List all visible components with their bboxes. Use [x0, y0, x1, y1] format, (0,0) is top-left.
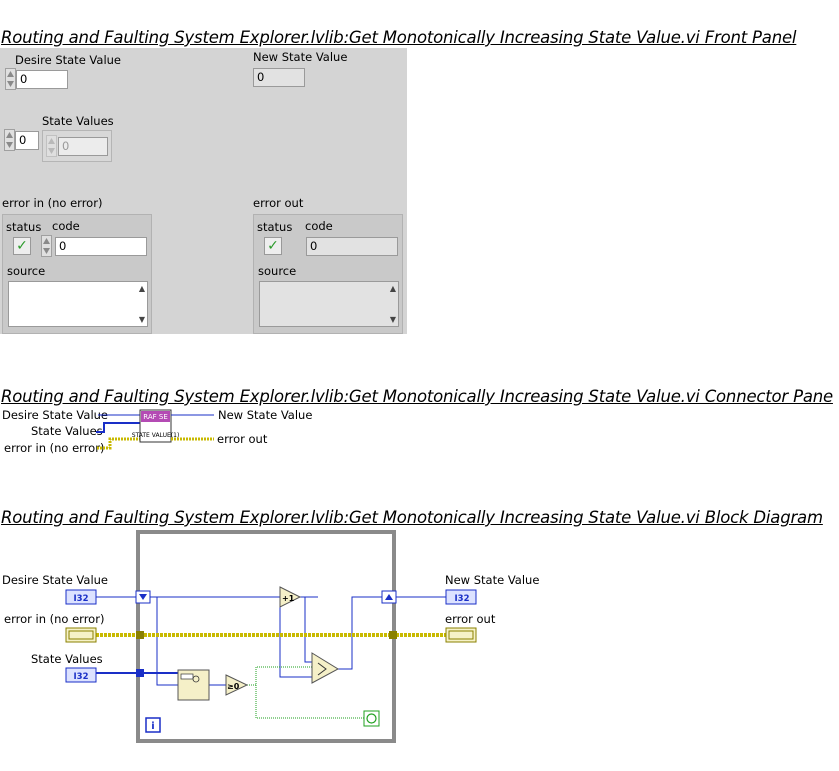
- error-in-status-check-icon[interactable]: ✓: [13, 237, 31, 255]
- error-out-source-indicator: ▲ ▼: [259, 281, 399, 327]
- vi-icon-top-text: RAF SE: [143, 413, 168, 421]
- error-in-cluster: status code ✓ 0 source ▲ ▼: [2, 214, 152, 334]
- bd-new-state-value-label: New State Value: [445, 573, 539, 587]
- bd-desire-state-value-label: Desire State Value: [2, 573, 108, 587]
- connector-pane: Desire State Value State Values error in…: [2, 408, 312, 455]
- error-out-code-label: code: [305, 219, 333, 233]
- state-values-element-spinner[interactable]: [46, 135, 57, 157]
- bd-state-values-label: State Values: [31, 652, 103, 666]
- connector-pane-title: Routing and Faulting System Explorer.lvl…: [1, 387, 833, 406]
- i32-text: I32: [74, 672, 89, 682]
- error-out-status-check-icon: ✓: [264, 237, 282, 255]
- greater-equal-zero-text: ≥0: [227, 682, 240, 691]
- error-tunnel-right[interactable]: [389, 631, 397, 639]
- block-diagram-title: Routing and Faulting System Explorer.lvl…: [1, 508, 823, 527]
- error-in-source-input[interactable]: ▲ ▼: [8, 281, 148, 327]
- state-values-element[interactable]: 0: [58, 137, 108, 156]
- front-panel: Desire State Value 0 New State Value 0 S…: [0, 48, 407, 334]
- bd-error-in-label: error in (no error): [4, 612, 104, 626]
- scroll-up-icon[interactable]: ▲: [138, 284, 145, 293]
- state-values-index-spinner[interactable]: [4, 129, 15, 151]
- vi-icon-bottom-text: STATE VALUE(1): [132, 432, 180, 439]
- connector-input-state-values: State Values: [31, 424, 103, 438]
- scroll-down-icon[interactable]: ▼: [389, 315, 396, 324]
- state-values-label: State Values: [42, 114, 114, 128]
- error-out-cluster: status code ✓ 0 source ▲ ▼: [253, 214, 403, 334]
- i32-text: I32: [455, 594, 470, 604]
- error-in-label: error in (no error): [2, 196, 103, 210]
- new-state-value-label: New State Value: [253, 50, 348, 64]
- bd-error-in-terminal[interactable]: [65, 627, 97, 643]
- scroll-up-icon[interactable]: ▲: [389, 284, 396, 293]
- bd-error-out-label: error out: [445, 612, 496, 626]
- error-out-code-indicator: 0: [306, 237, 398, 256]
- connector-input-error-in: error in (no error): [4, 441, 104, 455]
- i32-text: I32: [74, 594, 89, 604]
- front-panel-title: Routing and Faulting System Explorer.lvl…: [1, 28, 797, 47]
- connector-output-error-out: error out: [217, 432, 268, 446]
- loop-condition-icon[interactable]: [363, 710, 380, 727]
- bd-desire-state-value-terminal[interactable]: [65, 589, 97, 605]
- increment-node[interactable]: [279, 586, 302, 608]
- new-state-value-indicator: 0: [253, 68, 305, 87]
- greater-equal-zero-node[interactable]: [225, 674, 249, 696]
- error-in-code-spinner[interactable]: [41, 235, 52, 257]
- loop-iteration-icon: [145, 717, 161, 733]
- loop-index-text: i: [151, 721, 154, 732]
- error-out-status-label: status: [257, 220, 293, 234]
- increment-text: +1: [282, 594, 295, 603]
- desire-state-value-input[interactable]: 0: [16, 70, 68, 89]
- error-tunnel-left[interactable]: [136, 631, 144, 639]
- state-values-tunnel[interactable]: [136, 669, 144, 677]
- bd-error-out-terminal[interactable]: [445, 627, 477, 643]
- desire-state-value-spinner[interactable]: [5, 68, 16, 90]
- bd-state-values-terminal[interactable]: [65, 667, 97, 683]
- connector-input-desire-state-value: Desire State Value: [2, 408, 108, 422]
- state-values-index-input[interactable]: 0: [15, 131, 39, 150]
- connector-output-new-state-value: New State Value: [218, 408, 312, 422]
- error-in-source-label: source: [7, 264, 46, 278]
- desire-state-value-label: Desire State Value: [15, 53, 121, 67]
- error-in-code-label: code: [52, 219, 80, 233]
- error-in-code-input[interactable]: 0: [55, 237, 147, 256]
- block-diagram: Desire State Value error in (no error) S…: [2, 530, 539, 743]
- error-in-status-label: status: [6, 220, 42, 234]
- bd-new-state-value-terminal[interactable]: [445, 589, 477, 605]
- error-out-label: error out: [253, 196, 304, 210]
- error-out-source-label: source: [258, 264, 297, 278]
- scroll-down-icon[interactable]: ▼: [138, 315, 145, 324]
